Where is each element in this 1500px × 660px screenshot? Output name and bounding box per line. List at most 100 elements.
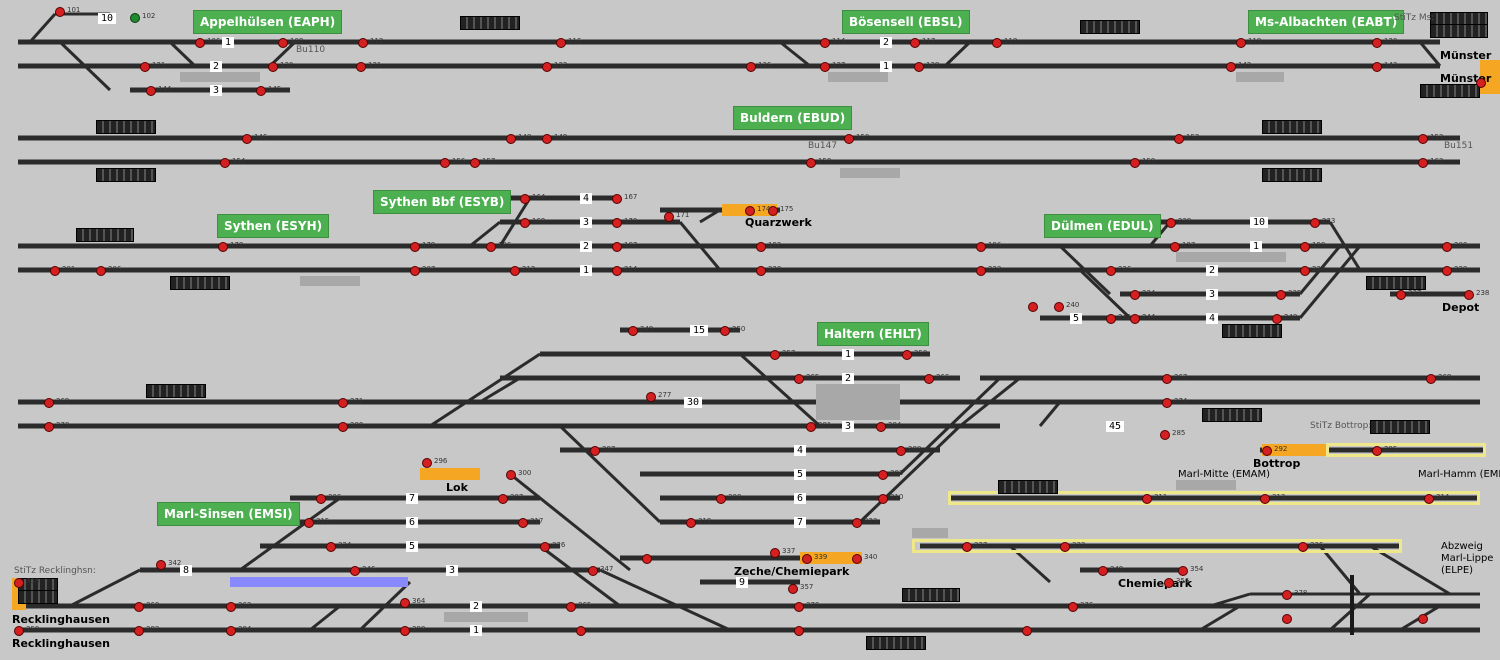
main-signal[interactable]: [642, 554, 652, 564]
station-label[interactable]: Sythen (ESYH): [217, 214, 330, 238]
platform-number[interactable]: 2: [880, 37, 893, 48]
platform-number[interactable]: 3: [1206, 289, 1219, 300]
main-signal[interactable]: [96, 266, 106, 276]
main-signal[interactable]: [852, 518, 862, 528]
main-signal[interactable]: [1022, 626, 1032, 636]
platform-number[interactable]: 1: [470, 625, 483, 636]
main-signal[interactable]: [134, 626, 144, 636]
main-signal[interactable]: [1130, 290, 1140, 300]
main-signal[interactable]: [146, 86, 156, 96]
main-signal[interactable]: [1160, 430, 1170, 440]
platform-number[interactable]: 5: [1070, 313, 1083, 324]
platform-number[interactable]: 15: [690, 325, 709, 336]
main-signal[interactable]: [566, 602, 576, 612]
main-signal[interactable]: [14, 578, 24, 588]
main-signal[interactable]: [1310, 218, 1320, 228]
main-signal[interactable]: [326, 542, 336, 552]
platform-number[interactable]: 2: [580, 241, 593, 252]
main-signal[interactable]: [720, 326, 730, 336]
main-signal[interactable]: [1418, 134, 1428, 144]
platform-number[interactable]: 8: [180, 565, 193, 576]
main-signal[interactable]: [1372, 446, 1382, 456]
main-signal[interactable]: [1396, 290, 1406, 300]
main-signal[interactable]: [1098, 566, 1108, 576]
platform-number[interactable]: 5: [794, 469, 807, 480]
main-signal[interactable]: [422, 458, 432, 468]
station-label[interactable]: Sythen Bbf (ESYB): [373, 190, 512, 214]
main-signal[interactable]: [226, 602, 236, 612]
main-signal[interactable]: [1060, 542, 1070, 552]
main-signal[interactable]: [794, 626, 804, 636]
platform-number[interactable]: 2: [470, 601, 483, 612]
main-signal[interactable]: [44, 422, 54, 432]
main-signal[interactable]: [256, 86, 266, 96]
main-signal[interactable]: [878, 470, 888, 480]
station-label[interactable]: Buldern (EBUD): [733, 106, 853, 130]
main-signal[interactable]: [542, 134, 552, 144]
main-signal[interactable]: [242, 134, 252, 144]
main-signal[interactable]: [268, 62, 278, 72]
main-signal[interactable]: [976, 266, 986, 276]
main-signal[interactable]: [576, 626, 586, 636]
main-signal[interactable]: [50, 266, 60, 276]
main-signal[interactable]: [628, 326, 638, 336]
main-signal[interactable]: [896, 446, 906, 456]
main-signal[interactable]: [1166, 218, 1176, 228]
station-label[interactable]: Appelhülsen (EAPH): [193, 10, 343, 34]
main-signal[interactable]: [1276, 290, 1286, 300]
platform-number[interactable]: 1: [580, 265, 593, 276]
main-signal[interactable]: [1236, 38, 1246, 48]
platform-number[interactable]: 7: [406, 493, 419, 504]
main-signal[interactable]: [902, 350, 912, 360]
main-signal[interactable]: [44, 398, 54, 408]
main-signal[interactable]: [1442, 242, 1452, 252]
main-signal[interactable]: [518, 518, 528, 528]
platform-number[interactable]: 2: [842, 373, 855, 384]
main-signal[interactable]: [156, 560, 166, 570]
platform-number[interactable]: 3: [210, 85, 223, 96]
platform-number[interactable]: 5: [406, 541, 419, 552]
main-signal[interactable]: [756, 266, 766, 276]
main-signal[interactable]: [358, 38, 368, 48]
main-signal[interactable]: [1068, 602, 1078, 612]
main-signal[interactable]: [1170, 242, 1180, 252]
main-signal[interactable]: [55, 7, 65, 17]
main-signal[interactable]: [844, 134, 854, 144]
main-signal[interactable]: [1476, 78, 1486, 88]
main-signal[interactable]: [1300, 266, 1310, 276]
main-signal[interactable]: [338, 422, 348, 432]
main-signal[interactable]: [756, 242, 766, 252]
main-signal[interactable]: [506, 470, 516, 480]
main-signal[interactable]: [588, 566, 598, 576]
main-signal[interactable]: [1372, 62, 1382, 72]
platform-number[interactable]: 45: [1106, 421, 1125, 432]
main-signal[interactable]: [220, 158, 230, 168]
main-signal[interactable]: [410, 266, 420, 276]
main-signal[interactable]: [134, 602, 144, 612]
main-signal[interactable]: [1028, 302, 1038, 312]
main-signal[interactable]: [304, 518, 314, 528]
main-signal[interactable]: [746, 62, 756, 72]
main-signal[interactable]: [1142, 494, 1152, 504]
main-signal[interactable]: [770, 548, 780, 558]
main-signal[interactable]: [400, 626, 410, 636]
platform-number[interactable]: 1: [1250, 241, 1263, 252]
main-signal[interactable]: [962, 542, 972, 552]
main-signal[interactable]: [226, 626, 236, 636]
main-signal[interactable]: [1162, 374, 1172, 384]
main-signal[interactable]: [440, 158, 450, 168]
main-signal[interactable]: [1106, 266, 1116, 276]
platform-number[interactable]: 4: [794, 445, 807, 456]
main-signal[interactable]: [852, 554, 862, 564]
platform-number[interactable]: 1: [842, 349, 855, 360]
main-signal[interactable]: [1418, 158, 1428, 168]
main-signal[interactable]: [278, 38, 288, 48]
main-signal[interactable]: [130, 13, 140, 23]
main-signal[interactable]: [992, 38, 1002, 48]
main-signal[interactable]: [486, 242, 496, 252]
main-signal[interactable]: [788, 584, 798, 594]
platform-number[interactable]: 9: [736, 577, 749, 588]
main-signal[interactable]: [646, 392, 656, 402]
main-signal[interactable]: [14, 626, 24, 636]
main-signal[interactable]: [1164, 578, 1174, 588]
